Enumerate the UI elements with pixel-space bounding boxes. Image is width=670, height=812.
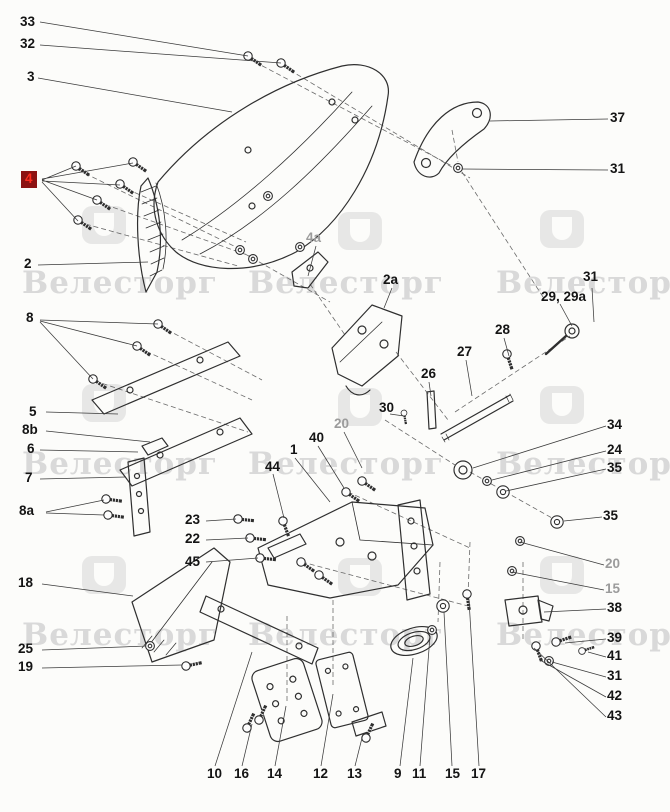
part-label-39: 39: [607, 630, 623, 645]
part-label-12: 12: [313, 766, 329, 781]
leader-lines: [37, 21, 609, 767]
part-label-31-mid: 31: [583, 269, 599, 284]
part-label-31-bottom: 31: [607, 668, 623, 683]
frame-part-1: [257, 499, 434, 601]
part-label-7: 7: [25, 470, 33, 485]
part-label-10: 10: [207, 766, 223, 781]
part-label-2: 2: [24, 256, 32, 271]
part-label-22: 22: [185, 531, 201, 546]
part-label-35-upper: 35: [607, 460, 623, 475]
shin-part: [136, 177, 167, 293]
part-label-4a: 4a: [306, 230, 322, 245]
watermark-text: Велесторг: [22, 265, 218, 301]
part-label-29-29a: 29, 29a: [541, 289, 587, 304]
part-label-6: 6: [27, 441, 35, 456]
coil-part-9: [390, 625, 438, 657]
part-label-15-right: 15: [605, 581, 621, 596]
part-label-11: 11: [412, 766, 427, 781]
part-label-16: 16: [234, 766, 250, 781]
watermark-logo: [338, 212, 382, 250]
part-label-4-highlighted: 4: [21, 171, 37, 188]
mouldboard-part: [153, 64, 389, 270]
watermark-logo: [82, 556, 126, 594]
watermark-logo: [540, 210, 584, 248]
wear-plate-14: [251, 657, 323, 743]
part-label-20-right: 20: [605, 556, 621, 571]
watermark-logo: [338, 388, 382, 426]
part-label-28: 28: [495, 322, 511, 337]
part-label-41: 41: [607, 648, 623, 663]
part-label-3: 3: [27, 69, 35, 84]
part-label-17: 17: [471, 766, 487, 781]
part-label-8a: 8a: [19, 503, 35, 518]
part-label-44: 44: [265, 459, 281, 474]
part-label-31-top: 31: [610, 161, 626, 176]
part-label-42: 42: [607, 688, 623, 703]
clevis-part-34: [453, 460, 473, 480]
part-label-37: 37: [610, 110, 626, 125]
part-label-1: 1: [290, 442, 298, 457]
part-label-30: 30: [379, 400, 395, 415]
frog-part: [331, 304, 403, 396]
watermark-logo: [540, 386, 584, 424]
watermark-text: Велесторг: [22, 446, 218, 482]
landside-plates: [91, 341, 253, 537]
part-label-26: 26: [421, 366, 437, 381]
bracket-part-13: [351, 711, 387, 737]
part-label-5: 5: [29, 404, 37, 419]
wear-plate-12: [315, 651, 369, 729]
watermark-text: Велесторг: [496, 617, 670, 653]
watermark-text: Велесторг: [248, 265, 444, 301]
link-part-37: [413, 101, 491, 178]
part-label-15-bottom: 15: [445, 766, 461, 781]
part-label-40: 40: [309, 430, 325, 445]
part-label-25: 25: [18, 641, 34, 656]
part-label-14: 14: [267, 766, 283, 781]
rod-part-27: [440, 393, 514, 443]
part-label-23: 23: [185, 512, 201, 527]
eye-bolt-part-29: [544, 323, 580, 356]
pin-part-26: [426, 390, 437, 430]
watermark-text: Велесторг: [496, 446, 670, 482]
part-label-18: 18: [18, 575, 34, 590]
part-label-32: 32: [20, 36, 36, 51]
part-label-45: 45: [185, 554, 201, 569]
part-label-9: 9: [394, 766, 402, 781]
part-label-20-center: 20: [334, 416, 350, 431]
part-label-8: 8: [26, 310, 34, 325]
clamp-part-38: [504, 595, 554, 627]
part-label-8b: 8b: [22, 422, 38, 437]
part-label-24: 24: [607, 442, 623, 457]
watermark-logo: [540, 556, 584, 594]
part-label-35-lower: 35: [603, 508, 619, 523]
bar-part-10: [199, 595, 319, 665]
part-label-2a: 2a: [383, 272, 399, 287]
part-label-27: 27: [457, 344, 473, 359]
watermark-text: Велесторг: [248, 446, 444, 482]
part-label-34: 34: [607, 417, 623, 432]
watermark-text: Велесторг: [496, 265, 670, 301]
part-label-38: 38: [607, 600, 623, 615]
part-label-19: 19: [18, 659, 34, 674]
part-label-43: 43: [607, 708, 623, 723]
part-label-33: 33: [20, 14, 36, 29]
part-label-13: 13: [347, 766, 363, 781]
